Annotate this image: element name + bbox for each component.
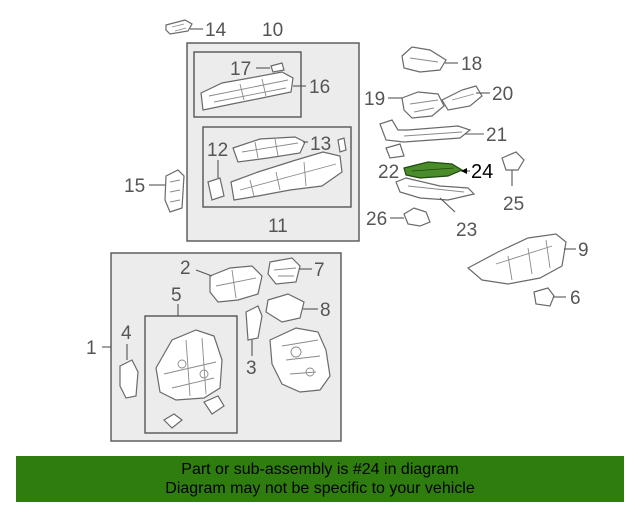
part-16 (200, 71, 294, 111)
callout-26: 26 (366, 209, 387, 230)
part-26 (403, 207, 431, 227)
callout-5: 5 (171, 285, 182, 306)
part-23 (395, 177, 476, 201)
callout-11: 11 (268, 216, 288, 237)
callout-16: 16 (309, 77, 330, 98)
callout-8: 8 (320, 300, 331, 321)
parts-diagram: 1 2 3 4 5 6 7 8 9 10 11 12 13 14 15 16 1… (86, 19, 589, 442)
caption-line-1: Part or sub-assembly is #24 in diagram (181, 461, 459, 478)
part-9 (466, 233, 567, 285)
callout-13: 13 (310, 134, 331, 155)
part-13b (337, 137, 347, 153)
callout-9: 9 (578, 240, 589, 261)
callout-17: 17 (230, 59, 251, 80)
callout-6: 6 (570, 288, 581, 309)
callout-22: 22 (378, 162, 399, 183)
callout-23: 23 (456, 220, 477, 241)
part-5 (155, 329, 225, 429)
part-18 (401, 46, 447, 73)
part-7 (267, 257, 301, 285)
callout-14: 14 (205, 20, 227, 41)
part-8 (265, 293, 305, 323)
part-11 (230, 151, 343, 201)
callout-2: 2 (180, 258, 191, 279)
callout-7: 7 (314, 260, 325, 281)
caption-line-2: Diagram may not be specific to your vehi… (165, 480, 475, 497)
part-25 (501, 151, 525, 171)
part-15 (164, 169, 185, 213)
part-24-highlighted (403, 161, 464, 179)
callout-19: 19 (364, 89, 385, 110)
part-21 (379, 119, 472, 143)
part-14 (165, 19, 193, 35)
callout-4: 4 (121, 323, 132, 344)
part-6 (533, 287, 555, 307)
callout-12: 12 (207, 140, 228, 161)
callout-1: 1 (86, 338, 97, 359)
caption-banner: Part or sub-assembly is #24 in diagram D… (16, 456, 624, 502)
part-20 (441, 85, 483, 111)
callout-10: 10 (262, 20, 283, 41)
callout-3: 3 (246, 358, 257, 379)
callout-24: 24 (471, 161, 493, 183)
callout-18: 18 (461, 54, 482, 75)
part-13 (232, 136, 306, 163)
callout-25: 25 (503, 194, 524, 215)
part-3 (245, 305, 331, 393)
callout-20: 20 (492, 84, 513, 105)
callout-21: 21 (486, 125, 507, 146)
part-17 (270, 62, 285, 73)
callout-15: 15 (124, 176, 145, 197)
part-19 (401, 91, 445, 119)
part-22 (385, 143, 405, 159)
part-2 (209, 265, 263, 303)
part-12 (207, 177, 225, 201)
part-4 (119, 359, 139, 399)
